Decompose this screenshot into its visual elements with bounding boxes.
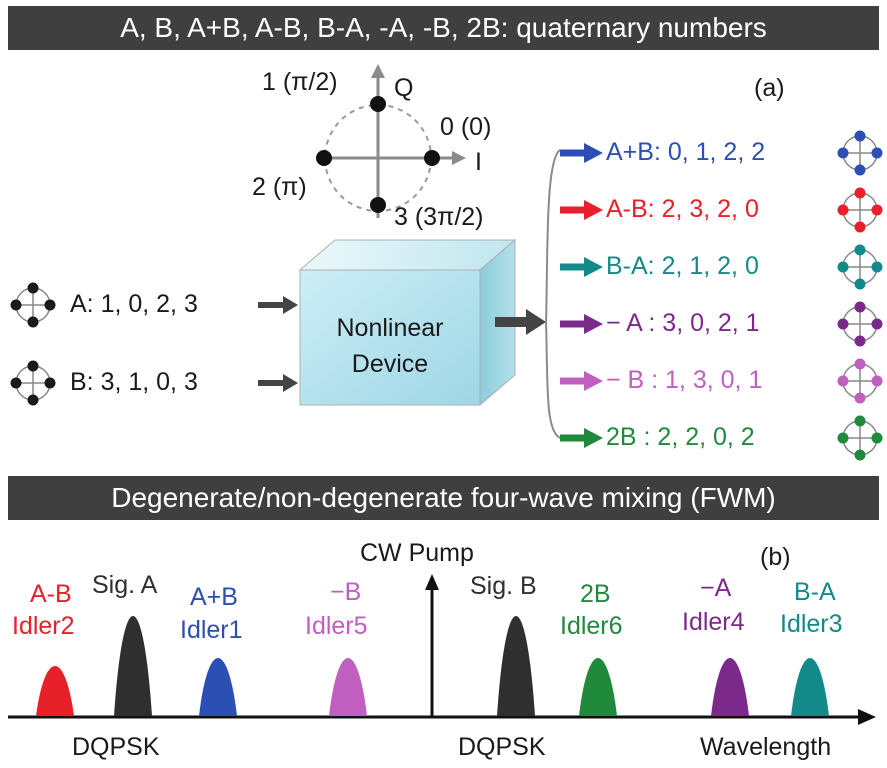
peak-label-2b: 2B [580,580,611,608]
output-arrow-0 [560,143,603,163]
input-a-constellation-icon [10,282,56,328]
spectrum-peak-2 [199,658,237,716]
input-b-constellation-icon [10,360,56,406]
small-constellations [10,130,883,461]
input-b-label: B: 3, 1, 0, 3 [70,368,198,396]
spectrum-peak-6 [711,658,749,716]
output-label-minusb: − B : 1, 3, 0, 1 [606,366,763,394]
peak-label-aplusb: A+B [190,583,238,611]
constellation-diagram [316,64,466,218]
output-label-minusa: − A : 3, 0, 2, 1 [606,309,760,337]
point-label-0: 0 (0) [440,113,492,141]
output-arrow-4 [560,371,603,391]
output-constellation-icon-0 [837,130,883,176]
input-arrows [258,296,298,392]
peak-label-aminusb: A-B [30,580,72,608]
peak-label-idler4: Idler4 [682,608,745,636]
output-constellation-icon-5 [837,415,883,461]
output-constellation-icon-1 [837,187,883,233]
peak-label-bminusa: B-A [794,578,836,606]
constellation-point-1 [370,96,386,112]
pump-label: CW Pump [360,539,474,567]
q-axis-label: Q [394,74,414,102]
q-axis-arrowhead [371,64,385,78]
panel-label-a: (a) [754,74,785,102]
output-label-aminusb: A-B: 2, 3, 2, 0 [606,195,759,223]
output-label-aplusb: A+B: 0, 1, 2, 2 [606,138,766,166]
output-constellation-icon-4 [837,358,883,404]
output-arrow-2 [560,257,603,277]
peak-label-idler5: Idler5 [305,612,368,640]
cube-front-face [299,269,481,406]
spectrum-peak-0 [36,666,74,716]
spectrum-peak-5 [579,658,617,716]
dqpsk-right-label: DQPSK [458,733,546,761]
spectrum-peak-4 [497,616,535,716]
peak-label-idler3: Idler3 [780,610,843,638]
device-label: Nonlinear Device [315,310,465,382]
wavelength-label: Wavelength [700,733,832,761]
spectrum-plot [8,574,876,725]
top-banner: A, B, A+B, A-B, B-A, -A, -B, 2B: quatern… [8,6,879,50]
fwm-banner: Degenerate/non-degenerate four-wave mixi… [8,476,879,520]
point-label-2: 2 (π) [252,173,307,201]
constellation-point-0 [424,150,440,166]
output-arrow-3 [560,314,603,334]
i-axis-label: I [475,148,482,176]
dqpsk-left-label: DQPSK [72,733,160,761]
output-arrow-5 [560,428,603,448]
wavelength-axis-arrowhead [858,709,876,725]
point-label-3: 3 (3π/2) [394,203,484,231]
peak-label-idler2: Idler2 [12,612,75,640]
output-arrows [560,143,603,448]
panel-label-b: (b) [760,543,791,571]
peak-label-siga: Sig. A [92,571,158,599]
output-arrow-1 [560,200,603,220]
peak-label-idler6: Idler6 [560,612,623,640]
spectrum-peak-1 [114,616,152,716]
peak-label-sigb: Sig. B [470,572,537,600]
output-label-2b: 2B : 2, 2, 0, 2 [606,423,755,451]
output-constellation-icon-2 [837,244,883,290]
pump-arrowhead [425,574,439,590]
output-constellation-icon-3 [837,301,883,347]
output-label-bminusa: B-A: 2, 1, 2, 0 [606,252,759,280]
output-fanout [495,149,561,439]
point-label-1: 1 (π/2) [262,68,338,96]
peak-label-minusb: −B [330,578,362,606]
input-a-label: A: 1, 0, 2, 3 [70,290,198,318]
i-axis-arrowhead [452,151,466,165]
constellation-point-3 [370,197,386,213]
spectrum-peak-3 [329,658,367,716]
device-label-line2: Device [351,350,429,378]
peak-label-idler1: Idler1 [180,616,243,644]
cube-top-face [298,239,517,271]
spectrum-peak-7 [791,658,829,716]
device-label-line1: Nonlinear [336,314,444,342]
peak-label-minusa: −A [700,574,732,602]
constellation-point-2 [316,150,332,166]
